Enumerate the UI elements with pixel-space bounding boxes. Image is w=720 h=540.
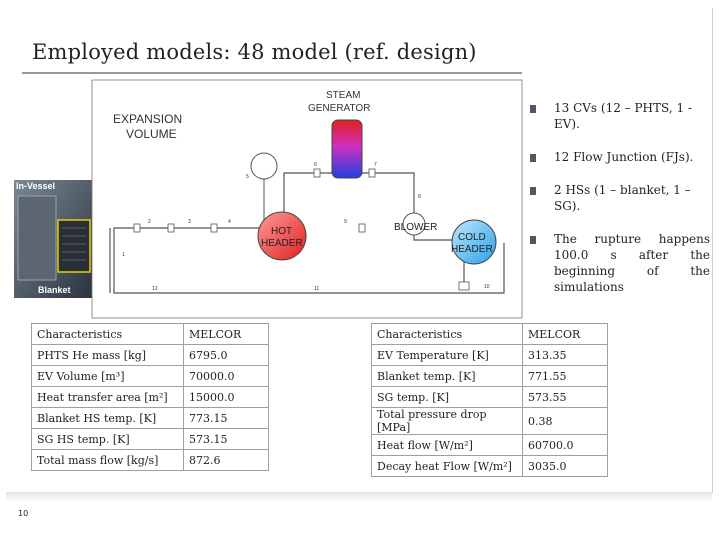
svg-text:8: 8 <box>418 194 421 200</box>
table-cell: EV Volume [m³] <box>31 365 184 387</box>
steam-generator-label: STEAM GENERATOR <box>308 90 370 114</box>
table-cell: Decay heat Flow [W/m²] <box>371 455 523 477</box>
table-row: Heat flow [W/m²] 60700.0 <box>371 434 608 456</box>
hot-header <box>257 211 307 261</box>
svg-text:2: 2 <box>148 219 151 225</box>
table-cell: 15000.0 <box>183 386 269 408</box>
cold-header <box>451 219 497 265</box>
list-item: The rupture happens 100.0 s after the be… <box>528 231 710 295</box>
steam-generator <box>331 119 363 179</box>
table-cell: 872.6 <box>183 449 269 471</box>
table-row: SG temp. [K] 573.55 <box>371 386 608 408</box>
expansion-volume-label: EXPANSION VOLUME <box>113 112 185 141</box>
header-cell: MELCOR <box>183 323 269 345</box>
hot-header-label: HOT HEADER <box>261 226 303 249</box>
table-row: EV Volume [m³] 70000.0 <box>31 365 269 387</box>
table-cell: 3035.0 <box>522 455 608 477</box>
table-row: SG HS temp. [K] 573.15 <box>31 428 269 450</box>
list-item: 13 CVs (12 – PHTS, 1 - EV). <box>528 100 710 132</box>
title-underline <box>22 72 522 74</box>
page-number: 10 <box>18 509 29 518</box>
table-row: Decay heat Flow [W/m²] 3035.0 <box>371 455 608 477</box>
table-cell: SG temp. [K] <box>371 386 523 408</box>
table-row: EV Temperature [K] 313.35 <box>371 344 608 366</box>
table-cell: 70000.0 <box>183 365 269 387</box>
list-item: 2 HSs (1 – blanket, 1 – SG). <box>528 182 710 214</box>
table-row: Heat transfer area [m²] 15000.0 <box>31 386 269 408</box>
right-characteristics-table: Characteristics MELCOR EV Temperature [K… <box>371 323 608 477</box>
table-cell: 313.35 <box>522 344 608 366</box>
blanket-modules <box>57 219 91 273</box>
blanket-label: Blanket <box>38 285 71 295</box>
model-summary-list: 13 CVs (12 – PHTS, 1 - EV). 12 Flow Junc… <box>528 100 710 312</box>
svg-text:11: 11 <box>314 286 319 292</box>
table-cell: 773.15 <box>183 407 269 429</box>
expansion-tank <box>250 152 278 180</box>
bullet-square-icon <box>530 236 536 244</box>
svg-text:12: 12 <box>152 286 158 292</box>
bullet-square-icon <box>530 187 536 195</box>
table-cell: PHTS He mass [kg] <box>31 344 184 366</box>
bullet-square-icon <box>530 154 536 162</box>
svg-text:9: 9 <box>344 219 347 225</box>
table-cell: 771.55 <box>522 365 608 387</box>
table-cell: 6795.0 <box>183 344 269 366</box>
blower <box>402 212 426 236</box>
table-row: Blanket HS temp. [K] 773.15 <box>31 407 269 429</box>
svg-text:7: 7 <box>374 162 377 168</box>
left-characteristics-table: Characteristics MELCOR PHTS He mass [kg]… <box>31 323 269 471</box>
table-cell: Heat transfer area [m²] <box>31 386 184 408</box>
table-header-row: Characteristics MELCOR <box>371 323 608 345</box>
table-row: Total mass flow [kg/s] 872.6 <box>31 449 269 471</box>
slide-shadow <box>6 492 712 502</box>
blower-label: BLOWER <box>394 222 437 233</box>
header-cell: MELCOR <box>522 323 608 345</box>
header-cell: Characteristics <box>31 323 184 345</box>
svg-text:1: 1 <box>122 252 125 258</box>
phts-schematic: In-Vessel Blanket EXPANSION VOLUME STEAM… <box>14 79 523 319</box>
table-header-row: Characteristics MELCOR <box>31 323 269 345</box>
table-cell: 0.38 <box>522 407 608 435</box>
svg-text:3: 3 <box>188 219 191 225</box>
table-row: PHTS He mass [kg] 6795.0 <box>31 344 269 366</box>
cold-header-label: COLD HEADER <box>451 232 493 255</box>
table-cell: 573.15 <box>183 428 269 450</box>
table-cell: Heat flow [W/m²] <box>371 434 523 456</box>
table-row: Total pressure drop [MPa] 0.38 <box>371 407 608 435</box>
svg-text:5: 5 <box>246 174 249 180</box>
table-cell: Blanket HS temp. [K] <box>31 407 184 429</box>
list-item: 12 Flow Junction (FJs). <box>528 149 710 165</box>
svg-text:10: 10 <box>484 284 490 290</box>
header-cell: Characteristics <box>371 323 523 345</box>
table-cell: SG HS temp. [K] <box>31 428 184 450</box>
slide-title: Employed models: 48 model (ref. design) <box>32 40 477 64</box>
svg-text:6: 6 <box>314 162 317 168</box>
table-cell: Total mass flow [kg/s] <box>31 449 184 471</box>
table-cell: EV Temperature [K] <box>371 344 523 366</box>
svg-text:4: 4 <box>228 219 231 225</box>
table-cell: 573.55 <box>522 386 608 408</box>
table-row: Blanket temp. [K] 771.55 <box>371 365 608 387</box>
table-cell: 60700.0 <box>522 434 608 456</box>
in-vessel-label: In-Vessel <box>16 181 55 191</box>
table-cell: Total pressure drop [MPa] <box>371 407 523 435</box>
bullet-square-icon <box>530 105 536 113</box>
table-cell: Blanket temp. [K] <box>371 365 523 387</box>
